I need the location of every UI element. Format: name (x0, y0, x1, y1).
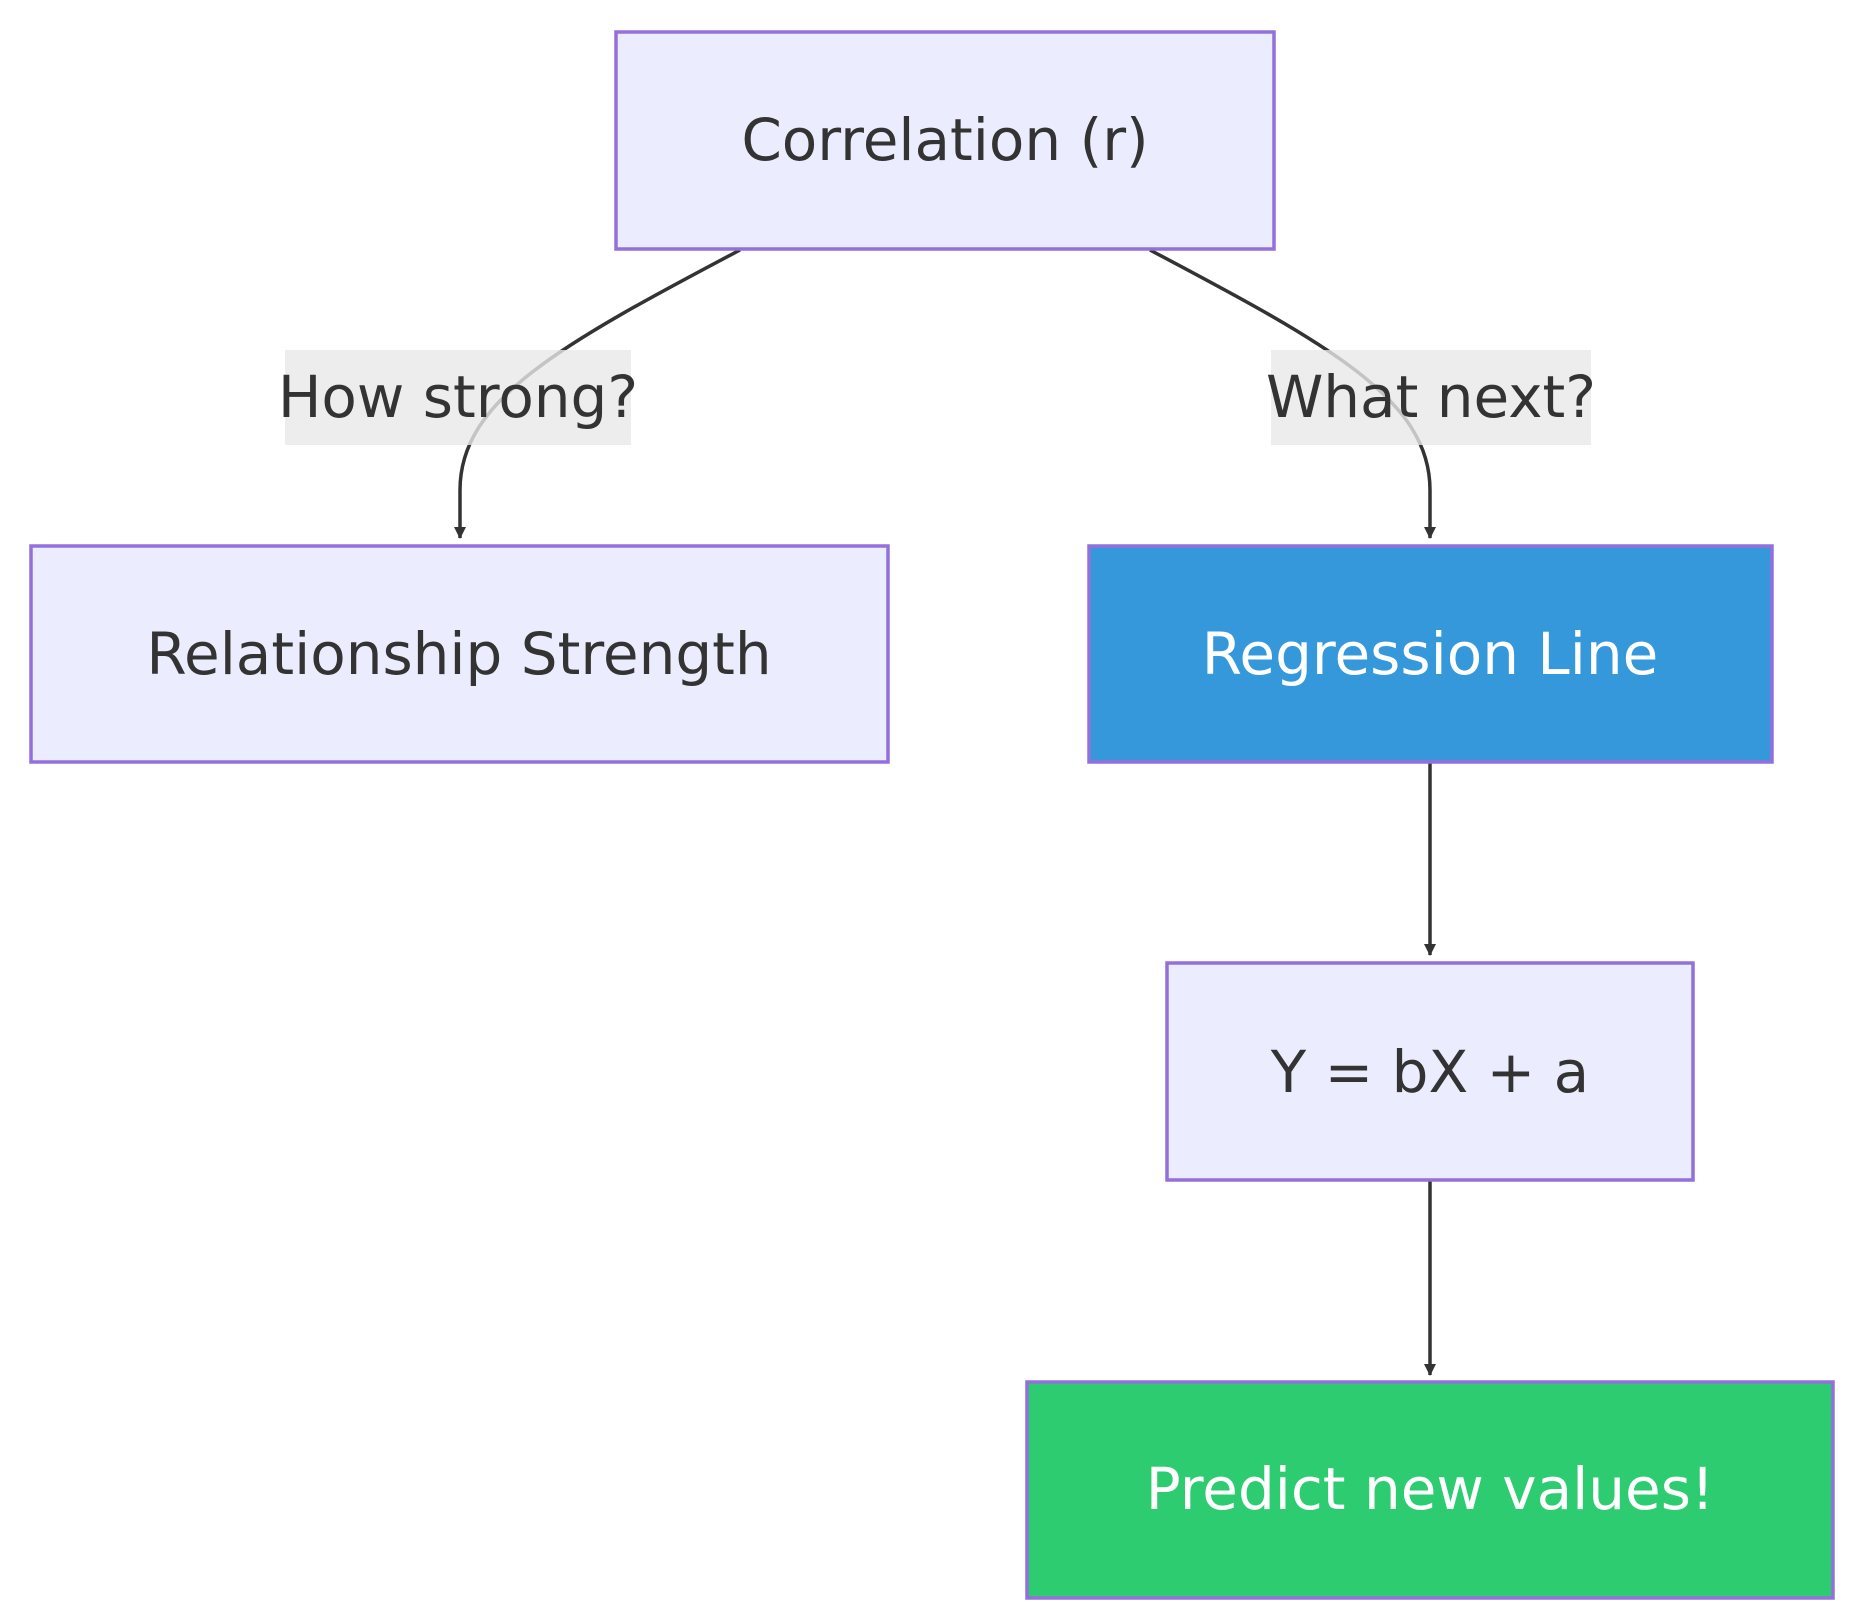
node-box (29, 544, 890, 764)
edge-label-text: How strong? (278, 363, 638, 431)
node-label: Y = bX + a (1270, 1038, 1589, 1106)
node-correlation: Correlation (r) (614, 30, 1276, 251)
node-equation: Y = bX + a (1165, 961, 1695, 1182)
node-label: Predict new values! (1146, 1455, 1714, 1523)
edge-label-how-strong: How strong? (278, 350, 638, 445)
edge-label-background (1271, 350, 1591, 445)
edge-label-background (285, 350, 631, 445)
node-label: Relationship Strength (146, 620, 771, 688)
edge-label-what-next: What next? (1266, 350, 1596, 445)
node-box (614, 30, 1276, 251)
node-predict-new-values: Predict new values! (1025, 1380, 1835, 1600)
node-box (1025, 1380, 1835, 1600)
node-box (1087, 544, 1774, 764)
node-label: Correlation (r) (741, 106, 1148, 174)
node-box (1165, 961, 1695, 1182)
edge-label-text: What next? (1266, 363, 1596, 431)
node-relationship-strength: Relationship Strength (29, 544, 890, 764)
node-regression-line: Regression Line (1087, 544, 1774, 764)
node-label: Regression Line (1202, 620, 1659, 688)
